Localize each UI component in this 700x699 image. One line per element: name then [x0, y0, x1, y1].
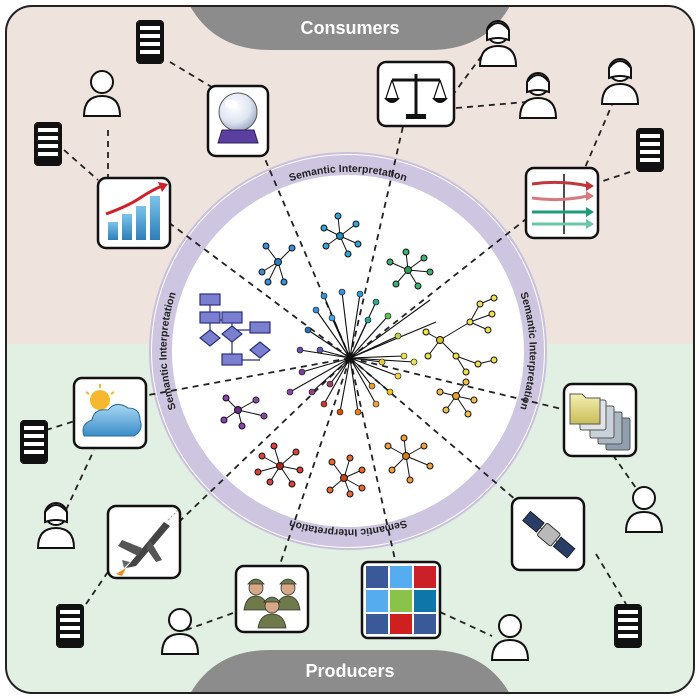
- network-cluster-red-orange: [326, 454, 366, 498]
- network-cluster-gold: [436, 378, 478, 418]
- hub-lines: [289, 291, 437, 413]
- producers-label: Producers: [305, 661, 394, 681]
- network-cluster-red: [254, 442, 304, 488]
- weather-cloud-icon: [72, 376, 148, 450]
- semantic-ring-inner: [174, 177, 522, 525]
- network-cluster-yellow: [422, 294, 498, 376]
- crystal-ball-icon: [206, 84, 270, 158]
- producers-tab: [190, 650, 510, 693]
- person-icon: [36, 20, 664, 661]
- folders-icon: [562, 382, 638, 458]
- network-cluster-purple: [220, 394, 268, 430]
- network-cluster-orange: [384, 434, 434, 484]
- consumers-label: Consumers: [300, 18, 399, 38]
- social-media-icon: [360, 560, 442, 640]
- jet-fighter-icon: [106, 504, 182, 580]
- network-cluster-green: [386, 248, 434, 290]
- growth-chart-icon: [96, 176, 172, 250]
- server-icon: [20, 20, 664, 648]
- network-cluster-blue: [258, 242, 296, 286]
- network-cluster-teal: [320, 212, 362, 258]
- hub-nodes: [286, 288, 418, 416]
- flow-arrows-icon: [524, 166, 600, 240]
- scales-icon: [376, 60, 456, 128]
- consumers-tab: [190, 6, 510, 50]
- satellite-icon: [510, 496, 586, 572]
- frame-border: [5, 5, 695, 694]
- flowchart-icon: [199, 293, 271, 366]
- semantic-ring-band: [152, 155, 544, 547]
- soldiers-icon: [234, 564, 310, 634]
